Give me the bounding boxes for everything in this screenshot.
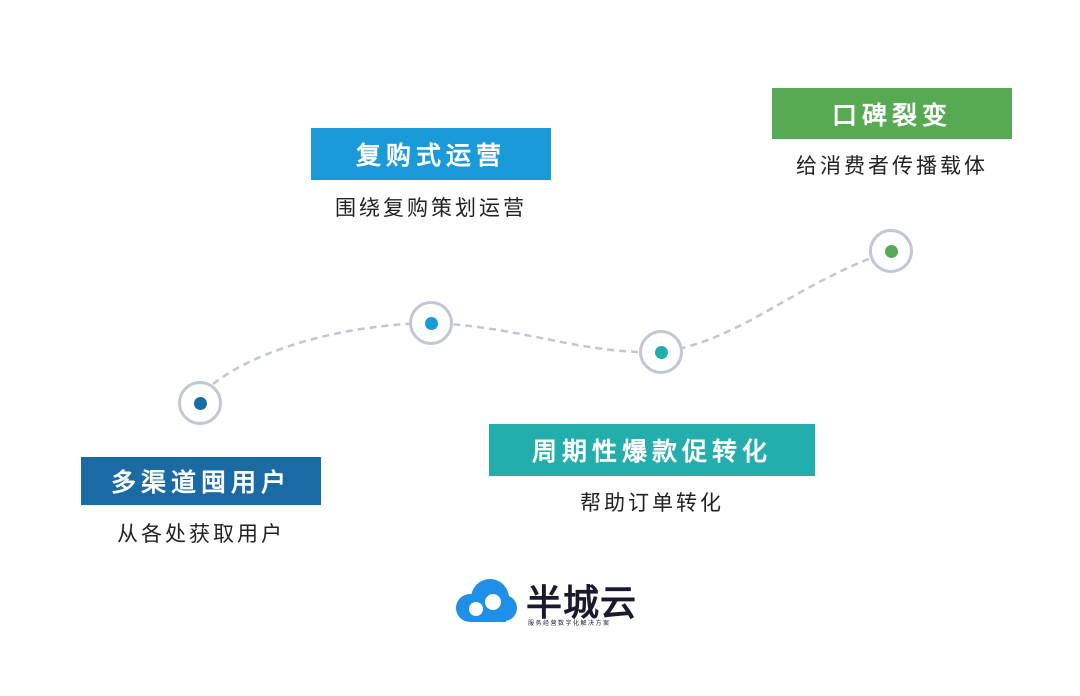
stage-node-4 — [869, 229, 913, 273]
stage-desc-4: 给消费者传播载体 — [796, 154, 988, 178]
stage-dot-2 — [424, 316, 438, 330]
stage-label-4: 口碑裂变 — [772, 88, 1012, 139]
cloud-logo-icon — [456, 579, 517, 622]
logo-tagline: 服务经营数字化解决方案 — [528, 620, 611, 627]
stage-node-2 — [409, 301, 453, 345]
stage-dot-3 — [654, 345, 668, 359]
stage-label-3: 周期性爆款促转化 — [489, 424, 815, 476]
stage-dot-1 — [193, 396, 207, 410]
dashed-connector — [212, 249, 892, 385]
stage-node-3 — [639, 330, 683, 374]
brand-logo: 半城云 服务经营数字化解决方案 — [452, 574, 652, 630]
stage-desc-3: 帮助订单转化 — [580, 491, 724, 515]
stage-label-2: 复购式运营 — [311, 128, 551, 180]
logo-name: 半城云 — [526, 583, 638, 624]
stage-node-1 — [178, 381, 222, 425]
stage-dot-4 — [884, 244, 898, 258]
stage-desc-2: 围绕复购策划运营 — [335, 196, 527, 220]
stage-label-1: 多渠道囤用户 — [81, 457, 321, 505]
stage-desc-1: 从各处获取用户 — [117, 522, 285, 546]
